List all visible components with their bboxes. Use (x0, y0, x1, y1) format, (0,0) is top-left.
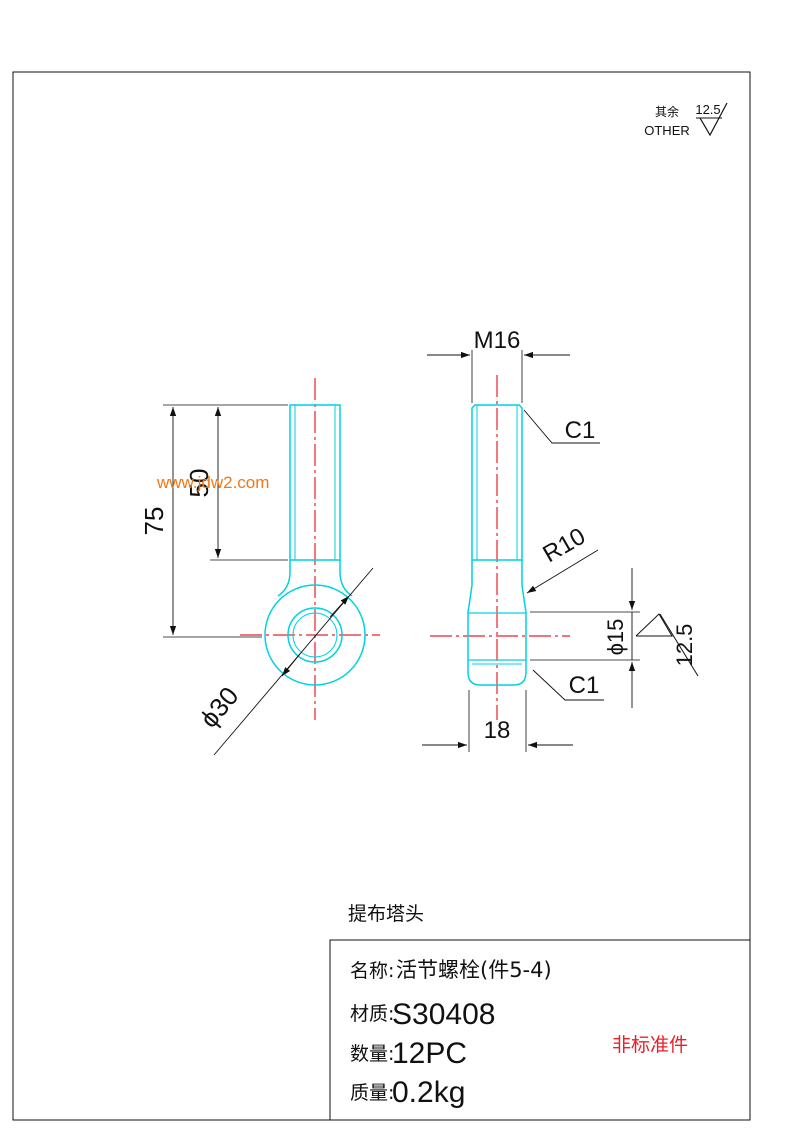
left-neck-outline (277, 560, 353, 597)
surface-note-roughness: 12.5 (695, 102, 720, 117)
dim-c1-top-label: C1 (565, 417, 596, 444)
title-block-border (329, 939, 750, 1120)
left-eye-hole (287, 607, 343, 663)
hole-roughness-symbol (635, 613, 673, 637)
dim-18-label: 18 (484, 717, 511, 744)
surface-note: 其余 OTHER 12.5 (644, 102, 728, 138)
leader-c1-top (523, 409, 600, 444)
right-view: M16 C1 R10 ϕ15 12.5 C1 18 (422, 327, 699, 752)
dim-diameter-15-label: ϕ15 (603, 619, 628, 656)
material-label: 材质: (350, 1003, 394, 1025)
left-eye-hole-chamfer (292, 612, 338, 658)
leader-r10 (526, 549, 599, 594)
name-value: 活节螺栓(件5-4) (396, 958, 552, 982)
quantity-value: 12PC (392, 1037, 467, 1070)
section-title: 提布塔头 (348, 903, 424, 925)
quantity-label: 数量: (350, 1043, 394, 1065)
nonstandard-stamp: 非标准件 (612, 1034, 688, 1056)
mass-value: 0.2kg (392, 1076, 465, 1109)
material-value: S30408 (392, 998, 495, 1031)
right-neck-outline (467, 560, 527, 686)
surface-note-en: OTHER (644, 123, 690, 138)
drawing-frame (12, 71, 751, 1121)
leader-c1-bottom (532, 669, 604, 701)
left-view: 75 50 ϕ30 (139, 378, 380, 756)
dim-m16-label: M16 (474, 327, 521, 354)
hole-roughness-label: 12.5 (672, 624, 697, 667)
name-label: 名称: (350, 960, 394, 982)
surface-note-cn: 其余 (655, 104, 679, 119)
leader-diameter-30-arrow-2 (329, 595, 350, 618)
watermark: www.jdw2.com (156, 473, 269, 492)
title-block: 名称: 活节螺栓(件5-4) 材质: S30408 数量: 12PC 质量: 0… (329, 939, 750, 1120)
dim-diameter-30-label: ϕ30 (194, 681, 245, 734)
dim-75-label: 75 (139, 507, 169, 536)
mass-label: 质量: (350, 1082, 394, 1104)
dim-50-label: 50 (184, 469, 214, 498)
dim-c1-bottom-label: C1 (569, 672, 600, 699)
dim-r10-label: R10 (538, 523, 590, 568)
hole-roughness-leader (659, 613, 699, 677)
leader-diameter-30-arrow-1 (281, 653, 301, 677)
left-eye-outer (264, 584, 366, 686)
roughness-symbol (699, 102, 728, 137)
